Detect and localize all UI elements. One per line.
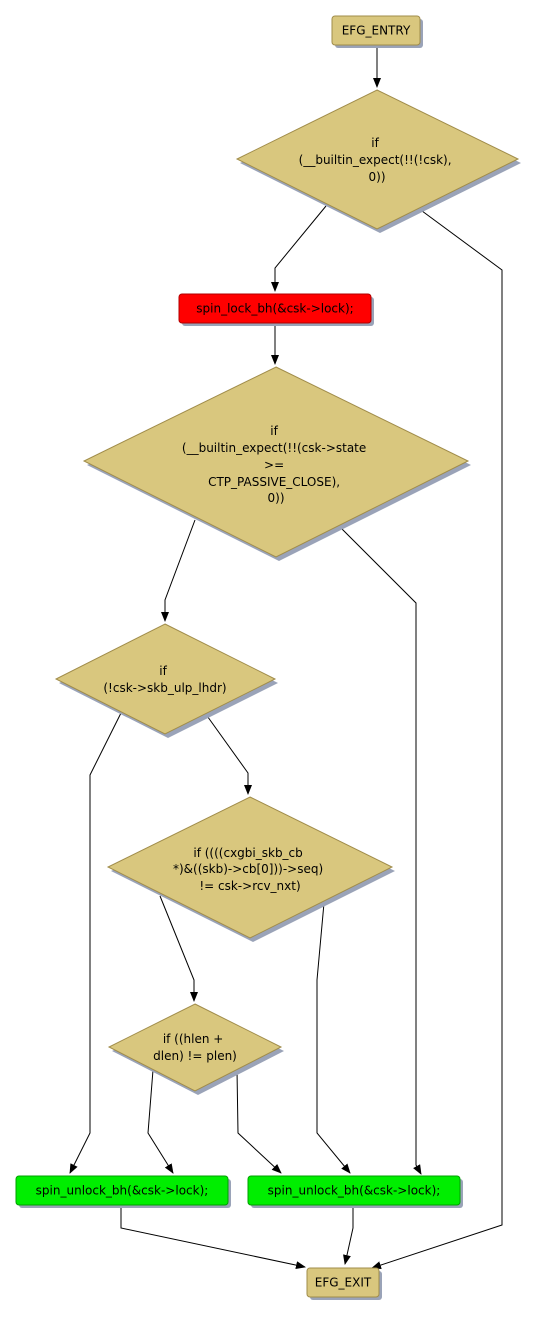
unlock-label: spin_unlock_bh(&csk->lock); (36, 1184, 209, 1198)
condition-node-length-check[interactable]: if ((hlen + dlen) != plen) (107, 1003, 284, 1095)
condition-line: if ((hlen + (163, 1032, 224, 1046)
entry-label: EFG_ENTRY (342, 24, 411, 38)
condition-line: (__builtin_expect(!!(!csk), (299, 153, 452, 167)
edge-unlock-left-to-exit (120, 1205, 306, 1270)
condition-node-skb-ulp-lhdr[interactable]: if (!csk->skb_ulp_lhdr) (54, 623, 278, 738)
unlock-node-left[interactable]: spin_unlock_bh(&csk->lock); (15, 1175, 231, 1208)
unlock-label: spin_unlock_bh(&csk->lock); (268, 1184, 441, 1198)
exit-node[interactable]: EFG_EXIT (306, 1267, 382, 1300)
condition-line: 0)) (268, 491, 285, 505)
condition-line: != csk->rcv_nxt) (199, 879, 300, 893)
condition-text: if (__builtin_expect(!!(!csk), 0)) (299, 136, 456, 184)
edges (69, 45, 503, 1270)
edge-cond4-to-unlock-right (316, 902, 351, 1174)
edge-cond5-to-unlock-left (147, 1069, 174, 1174)
edge-cond2-to-unlock-right (339, 526, 422, 1175)
entry-node[interactable]: EFG_ENTRY (331, 15, 423, 48)
lock-node[interactable]: spin_lock_bh(&csk->lock); (178, 293, 374, 326)
condition-node-csk-state[interactable]: if (__builtin_expect(!!(csk->state >= CT… (82, 366, 471, 561)
condition-line: if (270, 424, 278, 438)
edge-cond1-to-exit (371, 207, 503, 1269)
exit-label: EFG_EXIT (315, 1276, 372, 1290)
edge-cond3-to-unlock-left (69, 712, 122, 1174)
condition-node-seq-check[interactable]: if ((((cxgbi_skb_cb *)&((skb)->cb[0]))->… (106, 796, 395, 942)
edge-cond3-to-cond4 (204, 712, 252, 795)
condition-line: *)&((skb)->cb[0]))->seq) (173, 862, 323, 876)
condition-line: (!csk->skb_ulp_lhdr) (103, 681, 226, 695)
edge-cond1-to-lock (271, 205, 327, 292)
edge-cond4-to-cond5 (159, 895, 198, 1002)
condition-line: if ((((cxgbi_skb_cb (193, 846, 302, 860)
edge-cond5-to-unlock-right (236, 1069, 282, 1174)
condition-text: if (!csk->skb_ulp_lhdr) (103, 664, 226, 695)
condition-text: if (__builtin_expect(!!(csk->state >= CT… (182, 424, 370, 505)
condition-text: if ((hlen + dlen) != plen) (153, 1032, 237, 1063)
condition-line: dlen) != plen) (153, 1049, 237, 1063)
condition-text: if ((((cxgbi_skb_cb *)&((skb)->cb[0]))->… (173, 846, 327, 893)
condition-line: >= (264, 458, 284, 472)
condition-line: 0)) (369, 170, 386, 184)
lock-label: spin_lock_bh(&csk->lock); (196, 302, 353, 316)
condition-line: (__builtin_expect(!!(csk->state (182, 441, 366, 455)
edge-unlock-right-to-exit (343, 1205, 354, 1265)
unlock-node-right[interactable]: spin_unlock_bh(&csk->lock); (247, 1175, 463, 1208)
condition-line: if (371, 136, 379, 150)
condition-node-csk-null[interactable]: if (__builtin_expect(!!(!csk), 0)) (235, 89, 521, 233)
condition-line: CTP_PASSIVE_CLOSE), (208, 475, 340, 489)
edge-cond2-to-cond3 (161, 519, 196, 622)
condition-line: if (159, 664, 167, 678)
